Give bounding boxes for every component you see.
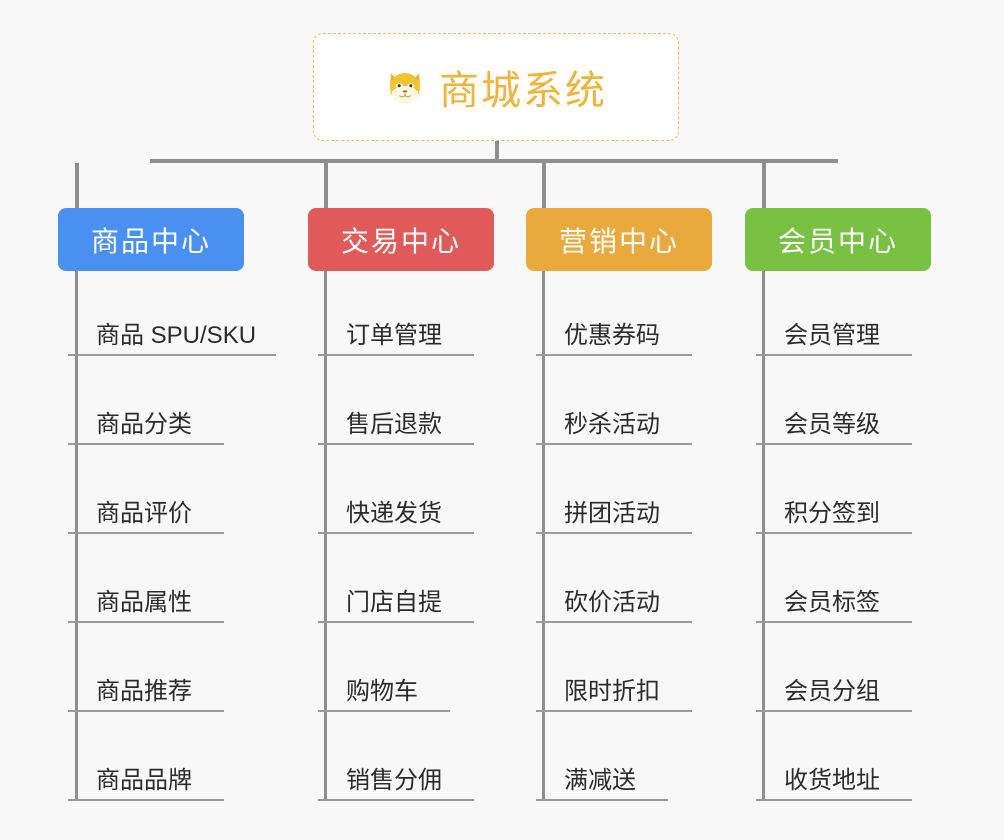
column-stem-member-center <box>762 271 765 801</box>
category-header-product-center[interactable]: 商品中心 <box>58 208 244 271</box>
leaf-item[interactable]: 限时折扣 <box>536 672 692 712</box>
leaf-item-label: 限时折扣 <box>564 678 660 705</box>
leaf-item-label: 快递发货 <box>346 500 442 527</box>
leaf-item-label: 商品分类 <box>96 411 192 438</box>
category-label: 会员中心 <box>777 225 898 257</box>
leaf-item-label: 积分签到 <box>784 500 880 527</box>
category-label: 商品中心 <box>90 225 211 257</box>
leaf-item[interactable]: 拼团活动 <box>536 494 692 534</box>
leaf-item[interactable]: 销售分佣 <box>318 761 474 801</box>
drop-connector-marketing-center <box>542 163 546 212</box>
leaf-item-label: 订单管理 <box>346 322 442 349</box>
leaf-item[interactable]: 砍价活动 <box>536 583 692 623</box>
leaf-item[interactable]: 满减送 <box>536 761 668 801</box>
leaf-item-label: 销售分佣 <box>346 767 442 794</box>
category-header-member-center[interactable]: 会员中心 <box>745 208 931 271</box>
leaf-item-label: 购物车 <box>346 678 418 705</box>
leaf-item[interactable]: 会员分组 <box>756 672 912 712</box>
leaf-item-label: 会员管理 <box>784 322 880 349</box>
category-header-trade-center[interactable]: 交易中心 <box>308 208 494 271</box>
leaf-item[interactable]: 收货地址 <box>756 761 912 801</box>
leaf-item[interactable]: 会员管理 <box>756 316 912 356</box>
column-stem-product-center <box>75 271 78 801</box>
dog-face-icon <box>385 67 425 107</box>
horizontal-bus-connector <box>150 159 838 163</box>
leaf-item-label: 门店自提 <box>346 589 442 616</box>
root-stem-connector <box>495 141 499 163</box>
leaf-item[interactable]: 优惠券码 <box>536 316 692 356</box>
leaf-item[interactable]: 会员标签 <box>756 583 912 623</box>
leaf-item[interactable]: 商品评价 <box>68 494 224 534</box>
leaf-item-label: 会员等级 <box>784 411 880 438</box>
leaf-item-label: 砍价活动 <box>564 589 660 616</box>
root-title: 商城系统 <box>439 69 607 113</box>
leaf-item[interactable]: 商品推荐 <box>68 672 224 712</box>
leaf-item-label: 会员分组 <box>784 678 880 705</box>
root-node[interactable]: 商城系统 <box>313 33 679 141</box>
leaf-item-label: 商品推荐 <box>96 678 192 705</box>
leaf-item[interactable]: 商品分类 <box>68 405 224 445</box>
leaf-item[interactable]: 商品品牌 <box>68 761 224 801</box>
category-header-marketing-center[interactable]: 营销中心 <box>526 208 712 271</box>
leaf-item-label: 商品属性 <box>96 589 192 616</box>
leaf-item-label: 售后退款 <box>346 411 442 438</box>
leaf-item-label: 商品品牌 <box>96 767 192 794</box>
category-label: 交易中心 <box>340 225 461 257</box>
leaf-item[interactable]: 会员等级 <box>756 405 912 445</box>
leaf-item[interactable]: 购物车 <box>318 672 450 712</box>
leaf-item-label: 收货地址 <box>784 767 880 794</box>
leaf-item-label: 秒杀活动 <box>564 411 660 438</box>
leaf-item[interactable]: 商品 SPU/SKU <box>68 316 276 356</box>
drop-connector-trade-center <box>324 163 328 212</box>
leaf-item-label: 满减送 <box>564 767 636 794</box>
column-stem-trade-center <box>324 271 327 801</box>
leaf-item[interactable]: 秒杀活动 <box>536 405 692 445</box>
leaf-item-label: 商品 SPU/SKU <box>96 322 257 349</box>
leaf-item[interactable]: 售后退款 <box>318 405 474 445</box>
leaf-item-label: 优惠券码 <box>564 322 660 349</box>
leaf-item[interactable]: 快递发货 <box>318 494 474 534</box>
leaf-item-label: 拼团活动 <box>564 500 660 527</box>
leaf-item[interactable]: 订单管理 <box>318 316 474 356</box>
leaf-item[interactable]: 门店自提 <box>318 583 474 623</box>
leaf-item-label: 商品评价 <box>96 500 192 527</box>
leaf-item[interactable]: 积分签到 <box>756 494 912 534</box>
category-label: 营销中心 <box>558 225 679 257</box>
drop-connector-member-center <box>762 163 766 212</box>
column-stem-marketing-center <box>542 271 545 801</box>
leaf-item[interactable]: 商品属性 <box>68 583 224 623</box>
drop-connector-product-center <box>75 163 79 212</box>
leaf-item-label: 会员标签 <box>784 589 880 616</box>
